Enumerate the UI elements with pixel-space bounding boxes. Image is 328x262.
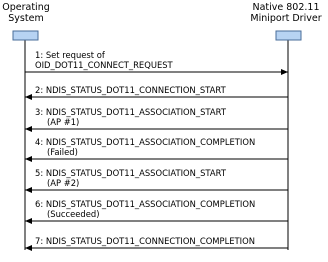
- message-2-number: 2:: [35, 85, 44, 95]
- message-2-line1: 2: NDIS_STATUS_DOT11_CONNECTION_START: [35, 85, 226, 95]
- message-7-line1: 7: NDIS_STATUS_DOT11_CONNECTION_COMPLETI…: [35, 236, 255, 246]
- message-4-number: 4:: [35, 137, 44, 147]
- participant-left-line2: System: [8, 13, 44, 24]
- message-1-line1: 1: Set request of: [35, 50, 173, 60]
- message-4-text2: (Failed): [47, 147, 78, 157]
- message-1-text: Set request of: [45, 50, 105, 60]
- message-1-text2: OID_DOT11_CONNECT_REQUEST: [35, 60, 173, 70]
- message-5-line1: 5: NDIS_STATUS_DOT11_ASSOCIATION_START: [35, 168, 226, 178]
- message-1-number: 1:: [35, 50, 44, 60]
- message-3-number: 3:: [35, 107, 44, 117]
- message-7-text: NDIS_STATUS_DOT11_CONNECTION_COMPLETION: [45, 236, 255, 246]
- message-4-line1: 4: NDIS_STATUS_DOT11_ASSOCIATION_COMPLET…: [35, 137, 255, 147]
- message-7-number: 7:: [35, 236, 44, 246]
- message-2-text: NDIS_STATUS_DOT11_CONNECTION_START: [45, 85, 226, 95]
- participant-miniport-driver: Native 802.11 Miniport Driver: [244, 2, 328, 24]
- participant-operating-system: Operating System: [0, 2, 52, 24]
- message-6-number: 6:: [35, 199, 44, 209]
- message-6-line1: 6: NDIS_STATUS_DOT11_ASSOCIATION_COMPLET…: [35, 199, 255, 209]
- message-5-number: 5:: [35, 168, 44, 178]
- message-4-text: NDIS_STATUS_DOT11_ASSOCIATION_COMPLETION: [45, 137, 256, 147]
- message-2-label: 2: NDIS_STATUS_DOT11_CONNECTION_START: [35, 85, 226, 95]
- message-6-label: 6: NDIS_STATUS_DOT11_ASSOCIATION_COMPLET…: [35, 199, 255, 219]
- message-5-text: NDIS_STATUS_DOT11_ASSOCIATION_START: [45, 168, 226, 178]
- message-3-text: NDIS_STATUS_DOT11_ASSOCIATION_START: [45, 107, 226, 117]
- message-6-text2: (Succeeded): [47, 209, 100, 219]
- participant-right-line2: Miniport Driver: [250, 13, 322, 24]
- lifeline-box-operating-system: [12, 30, 39, 41]
- message-3-line1: 3: NDIS_STATUS_DOT11_ASSOCIATION_START: [35, 107, 226, 117]
- message-4-label: 4: NDIS_STATUS_DOT11_ASSOCIATION_COMPLET…: [35, 137, 255, 157]
- message-7-label: 7: NDIS_STATUS_DOT11_CONNECTION_COMPLETI…: [35, 236, 255, 246]
- message-3-label: 3: NDIS_STATUS_DOT11_ASSOCIATION_START (…: [35, 107, 226, 127]
- participant-right-line1: Native 802.11: [252, 2, 320, 13]
- message-5-text2: (AP #2): [47, 178, 80, 188]
- participant-left-line1: Operating: [2, 2, 50, 13]
- lifeline-box-miniport-driver: [275, 30, 302, 41]
- message-3-text2: (AP #1): [47, 117, 80, 127]
- message-6-text: NDIS_STATUS_DOT11_ASSOCIATION_COMPLETION: [45, 199, 256, 209]
- message-5-label: 5: NDIS_STATUS_DOT11_ASSOCIATION_START (…: [35, 168, 226, 188]
- message-1-label: 1: Set request of OID_DOT11_CONNECT_REQU…: [35, 50, 173, 70]
